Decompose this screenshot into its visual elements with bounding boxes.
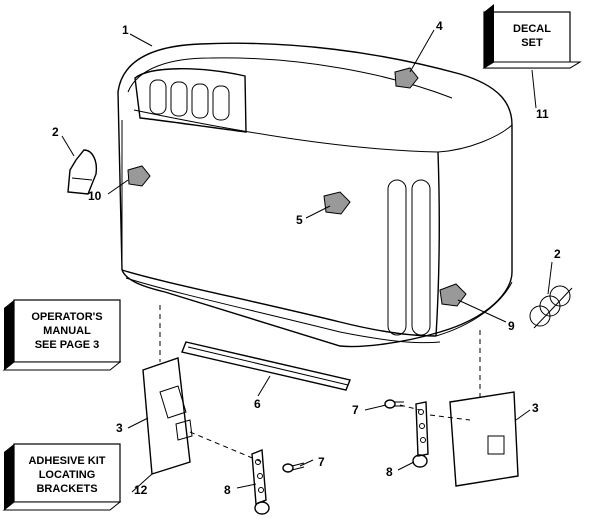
callout-3-left: 3	[116, 421, 123, 435]
decal-box-line-1: DECAL	[513, 23, 551, 35]
callout-10: 10	[88, 189, 102, 203]
callout-1: 1	[122, 23, 129, 37]
callout-5: 5	[296, 213, 303, 227]
operators-manual-box: OPERATOR'S MANUAL SEE PAGE 3	[2, 299, 122, 371]
callout-2-left: 2	[52, 125, 59, 139]
decal-2-right	[529, 285, 573, 329]
engine-cover	[117, 42, 513, 348]
callouts: 1 4 2 10 5 11 2 9 6 3 3 7 7 8 8 12	[52, 19, 561, 497]
locating-bracket-right	[412, 401, 429, 468]
locating-bracket-left	[251, 448, 270, 515]
decal-box-line-2: SET	[521, 37, 543, 49]
screw-right	[384, 399, 404, 409]
manual-box-line-1: OPERATOR'S	[31, 311, 102, 323]
screw-left	[282, 462, 305, 473]
adhesive-box-line-3: BRACKETS	[36, 483, 97, 495]
pad-10	[127, 165, 151, 187]
callout-2-right: 2	[554, 247, 561, 261]
callout-12: 12	[134, 483, 148, 497]
pad-9	[439, 283, 467, 307]
manual-box-line-3: SEE PAGE 3	[35, 339, 100, 351]
manual-box-line-2: MANUAL	[43, 325, 91, 337]
bracket-plate-right	[449, 391, 519, 487]
callout-3-right: 3	[532, 401, 539, 415]
adhesive-box-line-1: ADHESIVE KIT	[28, 455, 105, 467]
callout-8-right: 8	[386, 465, 393, 479]
pad-5	[323, 191, 351, 215]
callout-4: 4	[436, 19, 443, 33]
callout-6: 6	[254, 397, 261, 411]
callout-7-left: 7	[318, 455, 325, 469]
bracket-plate-left	[142, 357, 193, 475]
adhesive-kit-box: ADHESIVE KIT LOCATING BRACKETS	[2, 443, 122, 511]
callout-7-right: 7	[352, 403, 359, 417]
callout-11: 11	[536, 107, 549, 121]
pad-4	[394, 67, 419, 89]
adhesive-box-line-2: LOCATING	[39, 469, 96, 481]
decal-2-left	[67, 149, 98, 195]
leader-lines	[61, 29, 553, 493]
callout-8-left: 8	[224, 483, 231, 497]
decal-set-box: DECAL SET	[482, 4, 582, 69]
callout-9: 9	[508, 319, 515, 333]
trim-strip	[181, 341, 351, 391]
